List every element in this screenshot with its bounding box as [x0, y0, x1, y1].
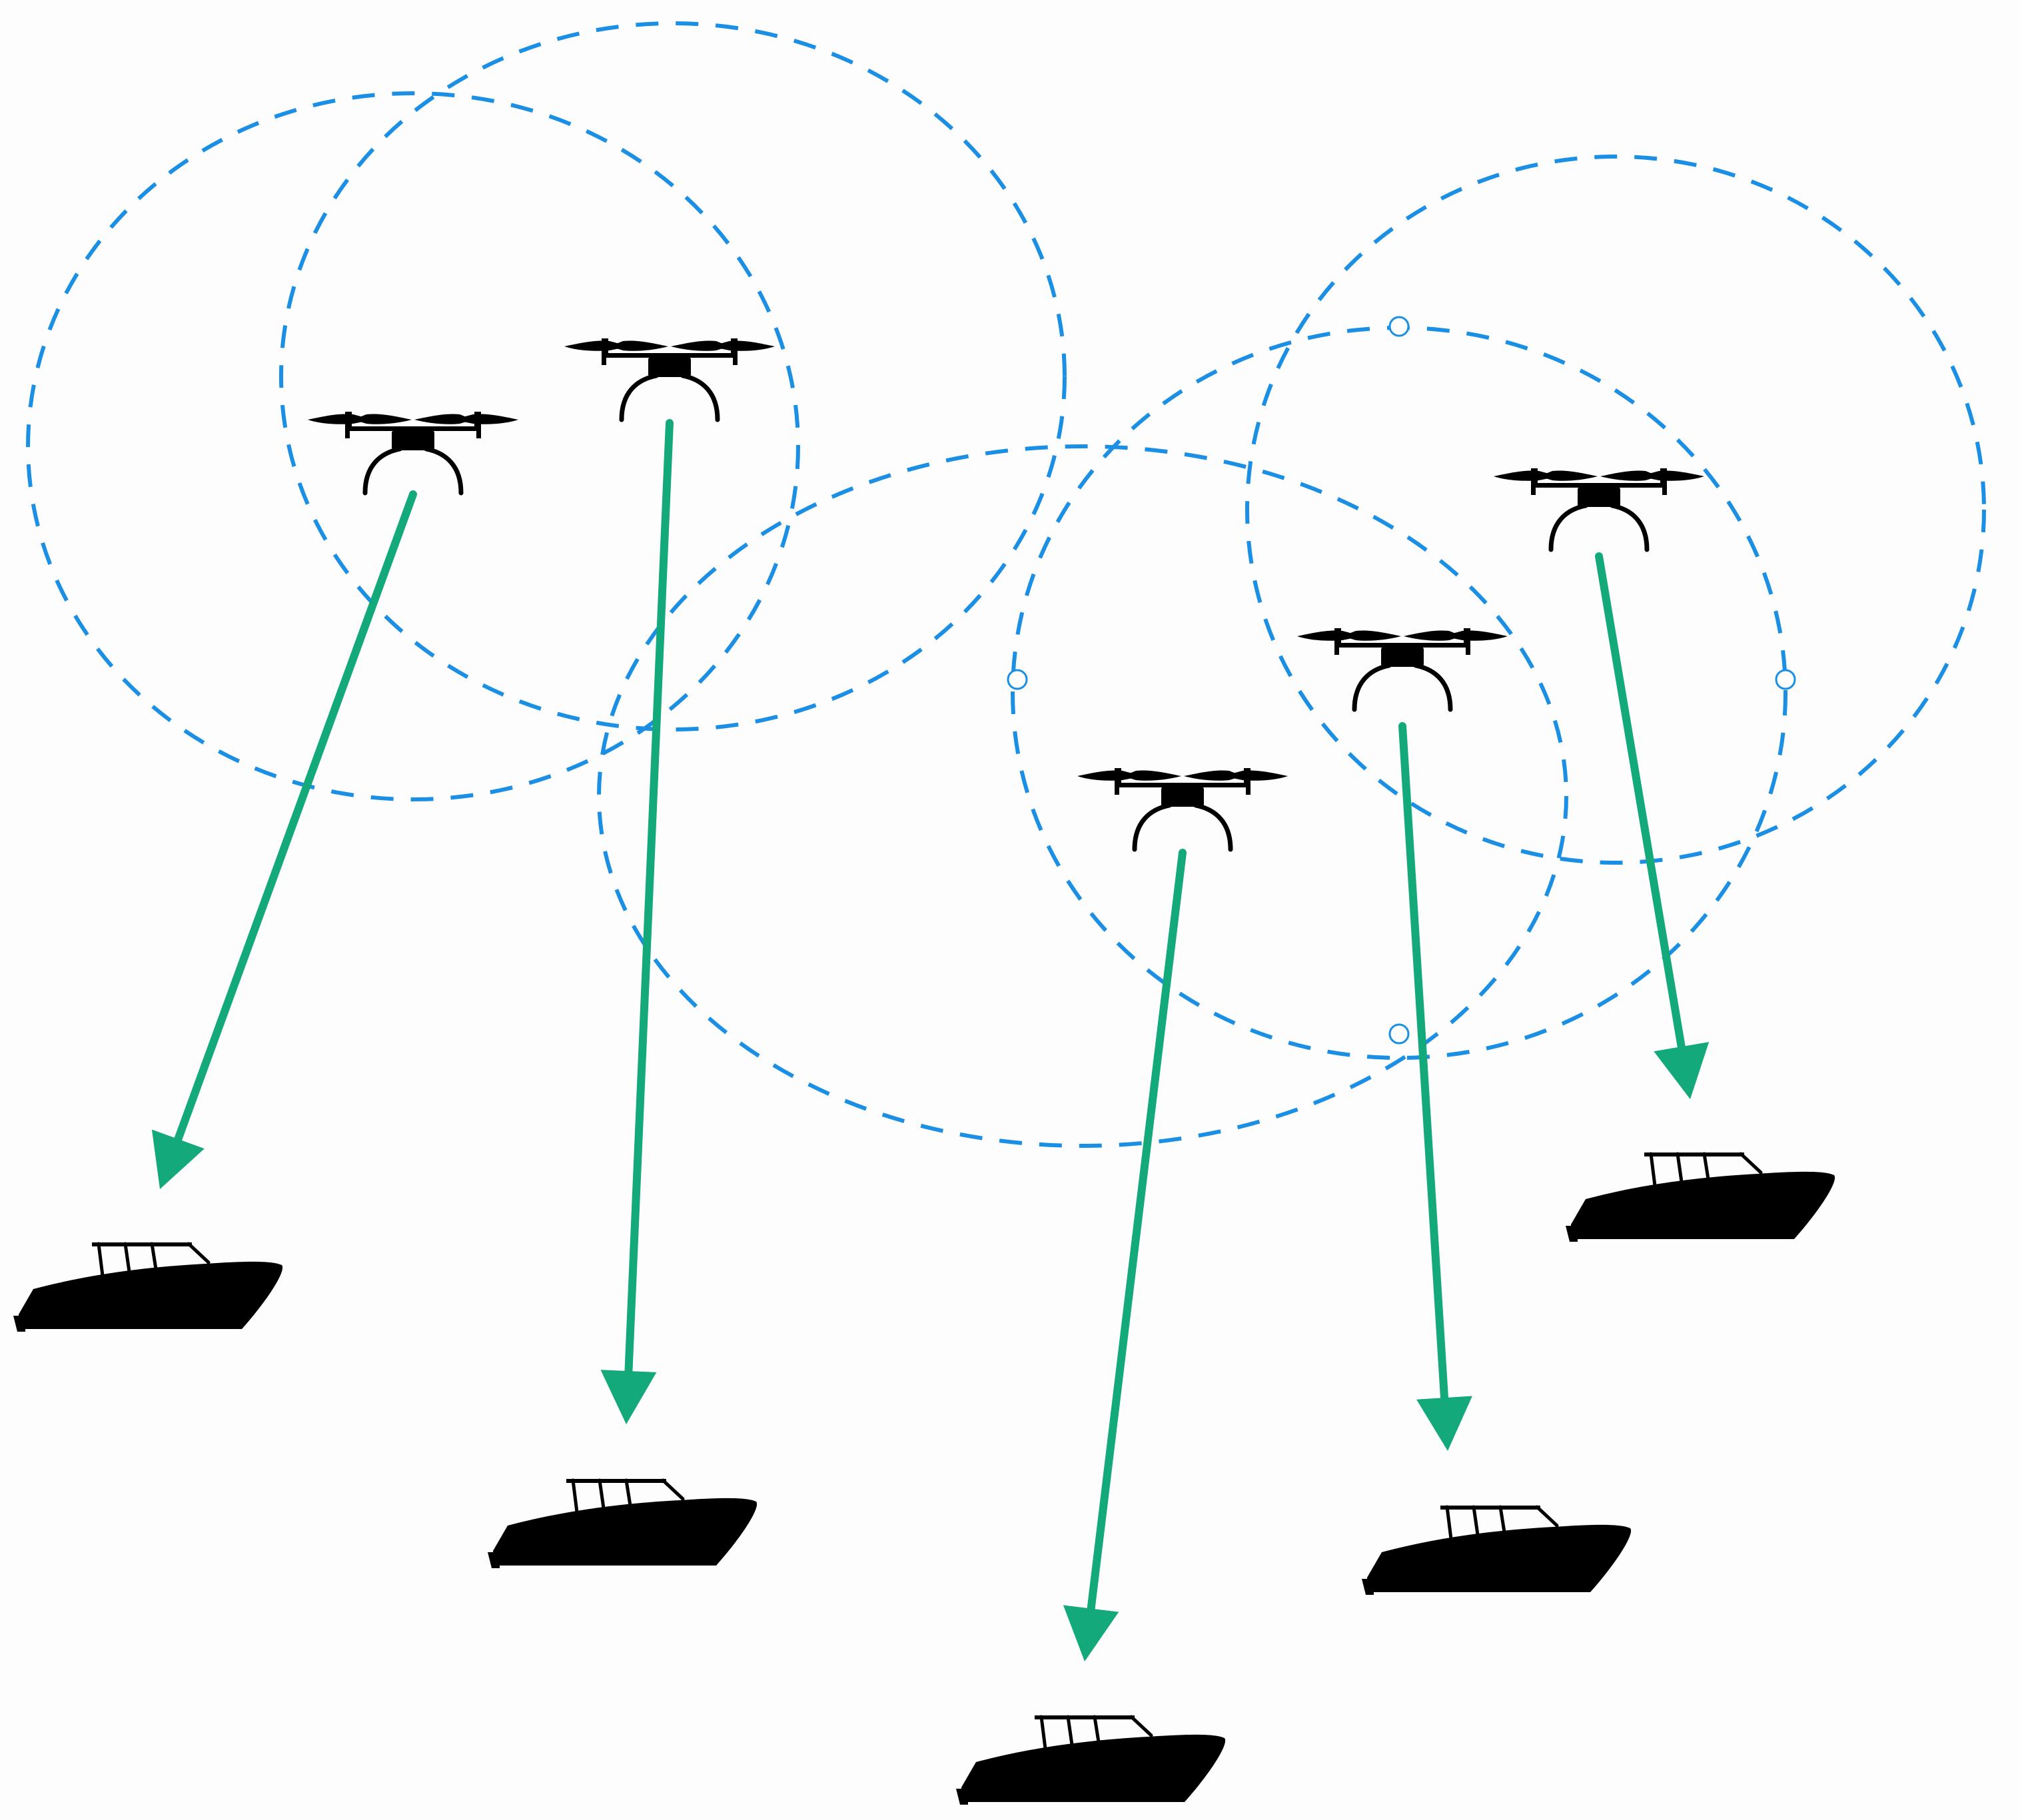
- link-arrow-3: [1063, 849, 1187, 1661]
- drone-icon: [1297, 628, 1508, 709]
- boat-icon: [1566, 1152, 1835, 1242]
- drones: [308, 338, 1704, 849]
- drone-boat-links: [151, 419, 1710, 1661]
- link-arrow-4: [1398, 722, 1472, 1451]
- boat-icon: [13, 1242, 282, 1332]
- link-arrow-1: [151, 490, 417, 1189]
- drone-icon: [1494, 468, 1704, 550]
- coverage-circles: [26, 21, 1986, 1148]
- coverage-circle-1: [26, 91, 800, 801]
- boat-icon: [956, 1715, 1225, 1805]
- coverage-circle-4: [1011, 326, 1787, 1060]
- arrow-head-icon: [151, 1129, 205, 1189]
- drone-icon: [564, 338, 775, 420]
- intersection-marker-4: [1388, 1023, 1410, 1045]
- drone-icon: [308, 412, 518, 493]
- intersection-marker-2: [1007, 669, 1028, 690]
- link-arrow-2: [600, 419, 674, 1424]
- link-line: [624, 419, 674, 1376]
- link-line: [1595, 552, 1686, 1051]
- boats: [13, 1152, 1835, 1805]
- arrow-head-icon: [1654, 1042, 1710, 1099]
- boat-icon: [1362, 1506, 1631, 1595]
- intersection-marker-1: [1388, 316, 1410, 337]
- arrow-head-icon: [600, 1370, 657, 1424]
- link-arrow-5: [1595, 552, 1710, 1099]
- link-line: [174, 490, 417, 1143]
- coverage-circle-3: [597, 444, 1568, 1148]
- intersection-marker-3: [1775, 669, 1796, 690]
- coverage-circle-5: [1245, 155, 1986, 865]
- drone-icon: [1077, 768, 1288, 849]
- arrow-head-icon: [1416, 1396, 1472, 1451]
- link-line: [1087, 849, 1187, 1613]
- arrow-head-icon: [1063, 1605, 1119, 1661]
- boat-icon: [488, 1479, 757, 1568]
- coverage-circle-2: [279, 21, 1067, 731]
- link-line: [1398, 722, 1449, 1402]
